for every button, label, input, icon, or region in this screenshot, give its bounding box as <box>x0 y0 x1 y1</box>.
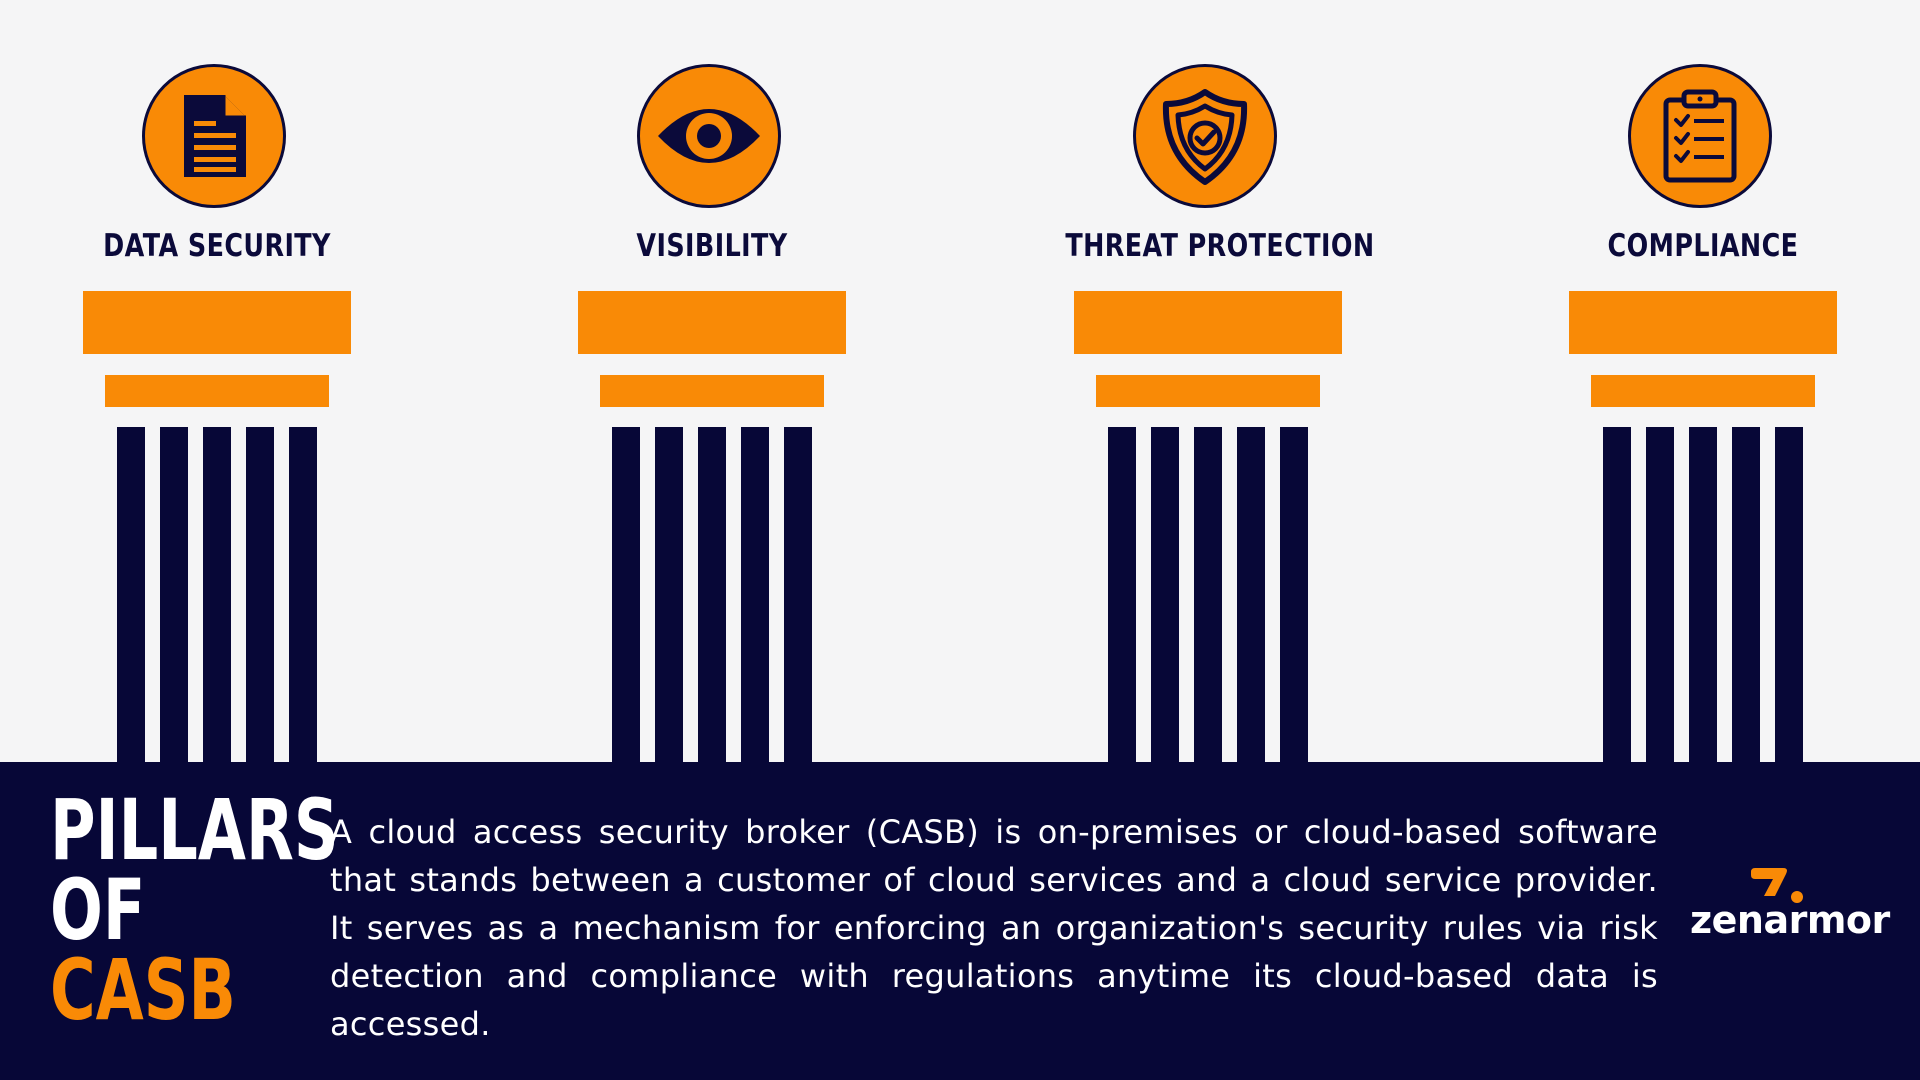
title-line-1: PILLARS <box>50 781 339 879</box>
pillar-label: DATA SECURITY <box>103 228 331 264</box>
clipboard-checklist-icon <box>1628 64 1772 208</box>
pillar-label: THREAT PROTECTION <box>1065 228 1375 264</box>
pillar-shaft <box>612 427 812 762</box>
pillar-shaft <box>1603 427 1803 762</box>
title-line-3: CASB <box>50 941 236 1039</box>
pillar-label: VISIBILITY <box>636 228 788 264</box>
pillar-compliance: COMPLIANCE <box>1569 0 1837 762</box>
pillar-capital-bottom <box>600 375 824 407</box>
logo-wordmark: zenarmor <box>1690 898 1890 942</box>
pillar-shaft <box>117 427 317 762</box>
pillar-visibility: VISIBILITY <box>578 0 846 762</box>
page-title: PILLARS OF CASB <box>50 781 339 1039</box>
pillar-data-security: DATA SECURITY <box>83 0 351 762</box>
zenarmor-logo-mark-icon <box>1751 868 1803 903</box>
pillar-capital-top <box>1569 291 1837 354</box>
footer-band <box>0 762 1920 1080</box>
pillar-shaft <box>1108 427 1308 762</box>
pillar-capital-top <box>1074 291 1342 354</box>
pillar-capital-bottom <box>105 375 329 407</box>
shield-check-icon <box>1133 64 1277 208</box>
pillar-capital-bottom <box>1591 375 1815 407</box>
pillar-threat-protection: THREAT PROTECTION <box>1065 0 1374 762</box>
document-icon <box>142 64 286 208</box>
eye-icon <box>637 64 781 208</box>
title-line-2: OF <box>50 861 146 959</box>
zenarmor-logo: zenarmor <box>1688 860 1890 960</box>
pillar-label: COMPLIANCE <box>1607 228 1799 264</box>
pillar-capital-top <box>578 291 846 354</box>
pillar-capital-bottom <box>1096 375 1320 407</box>
description-text: A cloud access security broker (CASB) is… <box>330 813 1658 1043</box>
pillar-capital-top <box>83 291 351 354</box>
